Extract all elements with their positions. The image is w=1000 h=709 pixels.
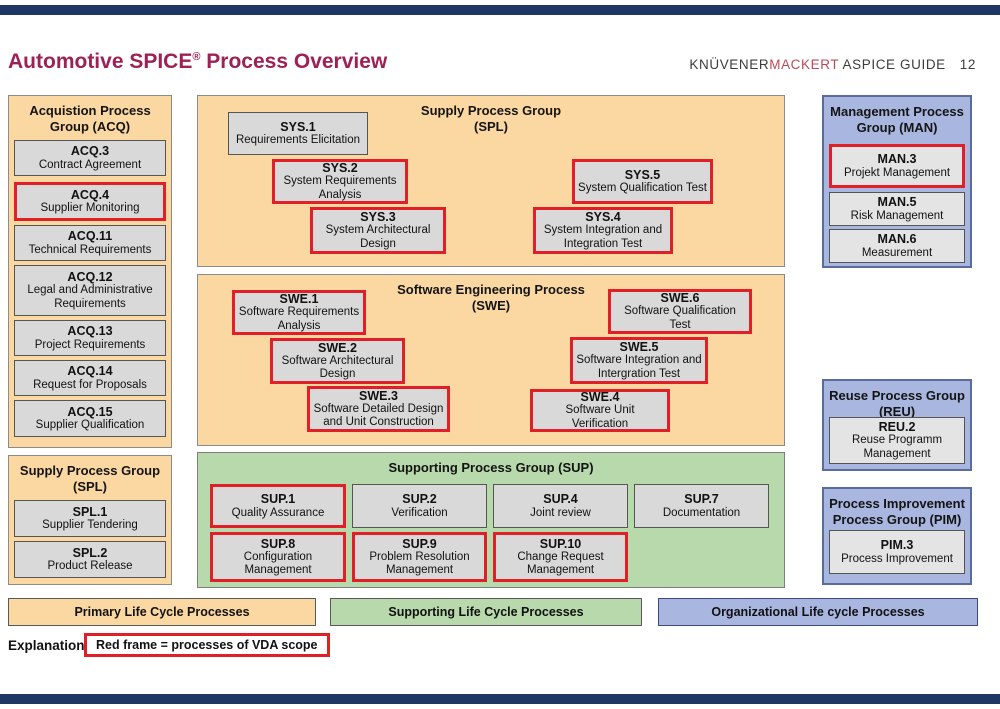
- brand-name-black: KNÜVENER: [689, 57, 770, 72]
- swe-panel-title: Software Engineering Process (SWE): [397, 282, 585, 314]
- brand-name-red: MACKERT: [769, 57, 839, 72]
- brand-header: KNÜVENERMACKERT ASPICE GUIDE 12: [689, 57, 976, 72]
- sup-panel-title: Supporting Process Group (SUP): [388, 460, 594, 475]
- registered-mark: ®: [192, 51, 201, 63]
- explanation-label: Explanation:: [8, 638, 90, 653]
- explanation-vda-scope: Red frame = processes of VDA scope: [84, 633, 330, 657]
- page-title: Automotive SPICE® Process Overview: [8, 50, 387, 74]
- man-panel-title: Management Process Group (MAN): [830, 104, 964, 136]
- legend-supporting-lifecycle: Supporting Life Cycle Processes: [330, 598, 642, 626]
- page-number: 12: [959, 57, 976, 72]
- pim-panel-title: Process Improvement Process Group (PIM): [829, 496, 965, 528]
- legend-primary-lifecycle: Primary Life Cycle Processes: [8, 598, 316, 626]
- title-text-post: Process Overview: [200, 50, 388, 73]
- brand-suffix: ASPICE GUIDE: [842, 57, 946, 72]
- bottom-rule-bar: [0, 694, 1000, 704]
- acq-panel-title: Acquistion Process Group (ACQ): [29, 103, 151, 135]
- top-rule-bar: [0, 5, 1000, 15]
- sys-panel-title: Supply Process Group (SPL): [420, 103, 562, 135]
- reu-panel-title: Reuse Process Group (REU): [829, 388, 965, 420]
- spl-panel-title: Supply Process Group (SPL): [19, 463, 161, 495]
- legend-organizational-lifecycle: Organizational Life cycle Processes: [658, 598, 978, 626]
- title-text-pre: Automotive SPICE: [8, 50, 193, 73]
